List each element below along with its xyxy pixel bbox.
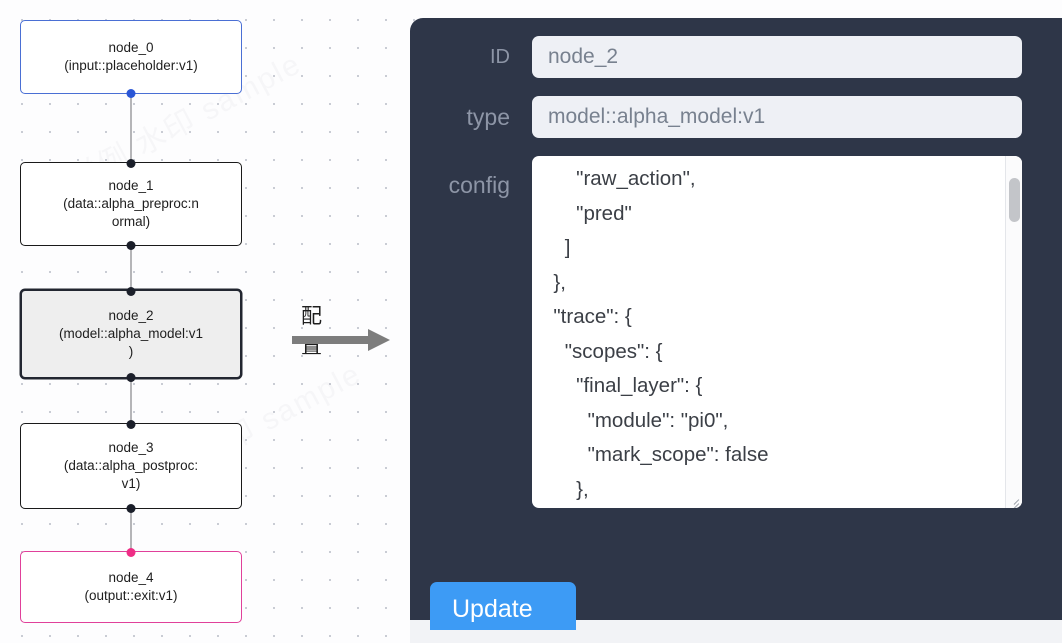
- graph-node-node_1[interactable]: node_1 (data::alpha_preproc:n ormal): [20, 158, 242, 250]
- node-handle-source[interactable]: [126, 88, 136, 98]
- graph-node-node_4[interactable]: node_4 (output::exit:v1): [20, 547, 242, 623]
- field-row-config: config "raw_action", "pred" ] }, "trace"…: [410, 156, 1062, 508]
- node-handle-source[interactable]: [126, 240, 136, 250]
- node-inspector-panel: ID node_2 type model::alpha_model:v1 con…: [410, 18, 1062, 620]
- node-handle-source[interactable]: [126, 372, 136, 382]
- config-textarea[interactable]: "raw_action", "pred" ] }, "trace": { "sc…: [532, 156, 1022, 508]
- update-button[interactable]: Update: [430, 582, 576, 630]
- node-handle-target[interactable]: [126, 547, 136, 557]
- node-handle-target[interactable]: [126, 286, 136, 296]
- edge-node0-node1: [130, 94, 132, 162]
- field-row-type: type model::alpha_model:v1: [410, 96, 1062, 138]
- transition-label: 配置: [301, 305, 323, 358]
- edge-node2-node3: [130, 379, 132, 423]
- id-input[interactable]: node_2: [532, 36, 1022, 78]
- resize-grip-icon[interactable]: [1006, 493, 1020, 508]
- graph-node-node_0[interactable]: node_0 (input::placeholder:v1): [20, 20, 242, 98]
- node-handle-source[interactable]: [126, 503, 136, 513]
- edge-node3-node4: [130, 509, 132, 551]
- type-field-label: type: [466, 103, 510, 130]
- arrow-head-icon: [368, 329, 390, 351]
- graph-node-label: node_2 (model::alpha_model:v1 ): [58, 308, 204, 359]
- config-scrollbar[interactable]: [1005, 156, 1022, 508]
- edge-node1-node2: [130, 246, 132, 289]
- node-handle-target[interactable]: [126, 419, 136, 429]
- config-textarea-content[interactable]: "raw_action", "pred" ] }, "trace": { "sc…: [553, 167, 769, 501]
- type-input[interactable]: model::alpha_model:v1: [532, 96, 1022, 138]
- config-field-label: config: [448, 172, 510, 198]
- id-field-label: ID: [490, 45, 510, 68]
- graph-node-label: node_4 (output::exit:v1): [84, 570, 178, 603]
- graph-node-label: node_3 (data::alpha_postproc: v1): [63, 440, 199, 491]
- graph-node-label: node_1 (data::alpha_preproc:n ormal): [63, 178, 199, 229]
- graph-node-label: node_0 (input::placeholder:v1): [64, 40, 198, 73]
- field-row-id: ID node_2: [410, 36, 1062, 78]
- graph-node-node_3[interactable]: node_3 (data::alpha_postproc: v1): [20, 419, 242, 513]
- arrow-shaft-icon: [292, 336, 370, 344]
- graph-node-node_2[interactable]: node_2 (model::alpha_model:v1 ): [20, 286, 242, 382]
- config-scrollbar-thumb[interactable]: [1009, 178, 1020, 222]
- node-handle-target[interactable]: [126, 158, 136, 168]
